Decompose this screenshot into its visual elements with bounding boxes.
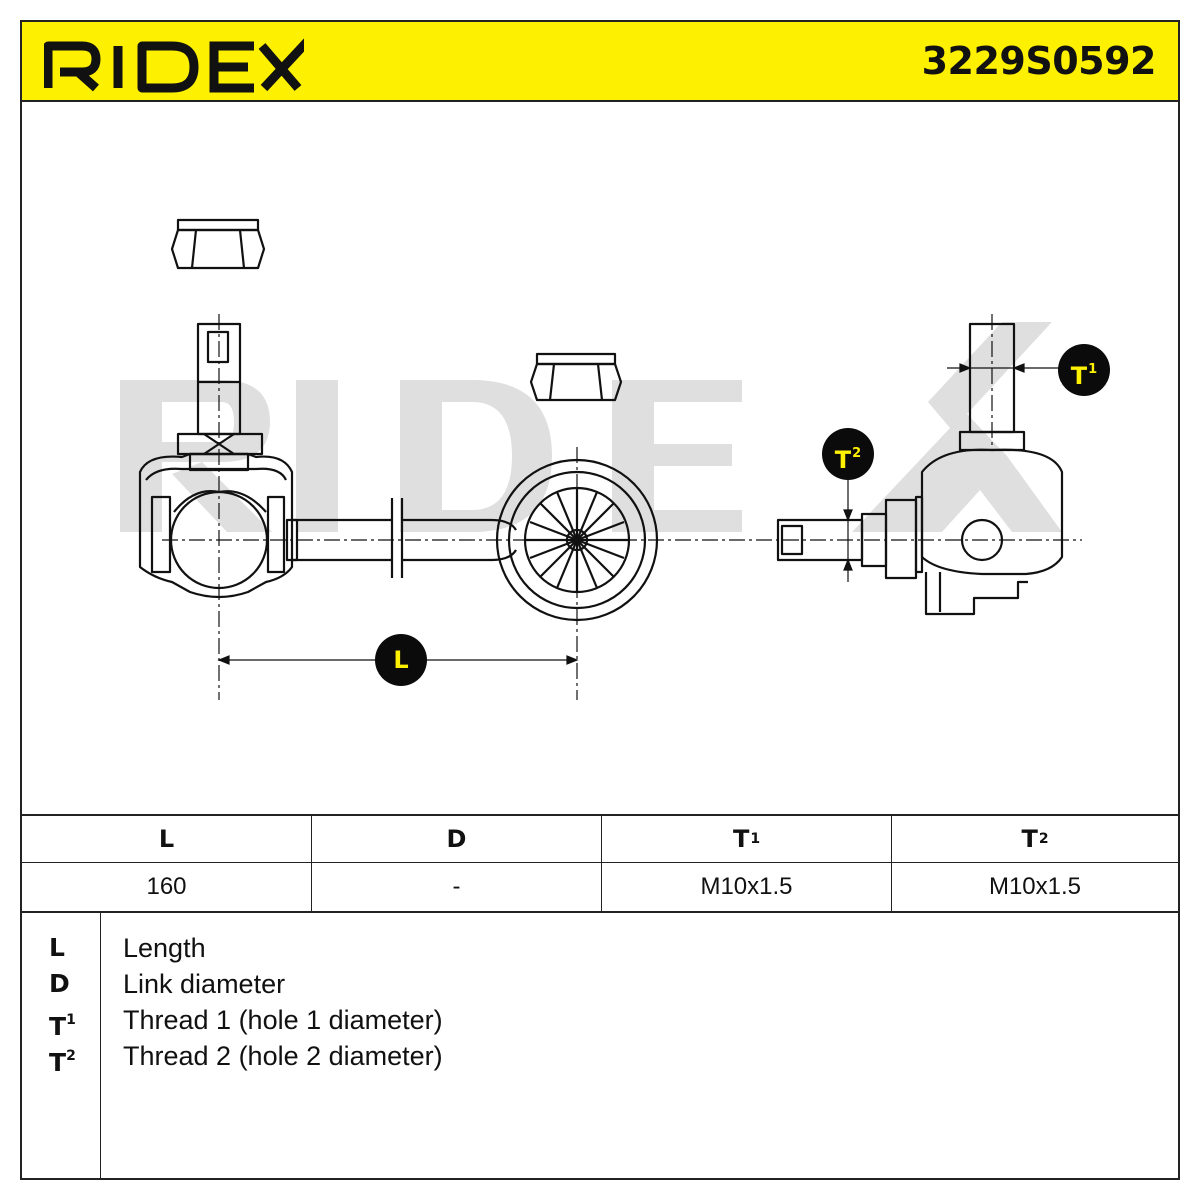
stabilizer-link-diagram <box>120 218 1082 700</box>
legend-description: Thread 2 (hole 2 diameter) <box>123 1041 443 1071</box>
legend-key-sup: 1 <box>66 1012 76 1028</box>
legend-row-L: L Length <box>22 930 1178 966</box>
badge-L-label: L <box>393 646 409 674</box>
spec-header-D: D <box>312 816 602 863</box>
spec-sheet: 3229S0592 <box>20 20 1180 1180</box>
spec-value-D: - <box>312 863 602 911</box>
spec-header-L-label: L <box>158 825 175 853</box>
legend-description: Thread 1 (hole 1 diameter) <box>123 1005 443 1035</box>
spec-value-T2: M10x1.5 <box>988 873 1082 900</box>
legend-divider <box>100 913 101 1180</box>
legend-key-label: D <box>49 969 70 998</box>
badge-T1-sup: 1 <box>1088 362 1098 377</box>
spec-header-T1-sup: 1 <box>750 831 761 847</box>
badge-T1: T1 <box>1058 344 1110 396</box>
legend-description: Length <box>123 933 206 963</box>
technical-drawing: L T1 T2 <box>22 102 1178 814</box>
legend-row-D: D Link diameter <box>22 966 1178 1002</box>
legend: L Length D Link diameter T1 Thread 1 (ho… <box>22 911 1178 1180</box>
spec-value-L: 160 <box>22 863 312 911</box>
legend-row-T1: T1 Thread 1 (hole 1 diameter) <box>22 1002 1178 1041</box>
legend-key: L <box>49 930 65 966</box>
badge-T2: T2 <box>822 428 874 480</box>
badge-T2-sup: 2 <box>852 446 862 461</box>
badge-L: L <box>375 634 427 686</box>
part-number: 3229S0592 <box>921 39 1157 83</box>
badge-T2-label: T <box>834 446 852 474</box>
badge-T1-label: T <box>1070 362 1088 390</box>
left-nut <box>170 218 266 270</box>
legend-key-label: T <box>49 1012 67 1041</box>
spec-header-T2-label: T <box>1021 825 1038 853</box>
legend-key-sup: 2 <box>66 1048 76 1064</box>
legend-description: Link diameter <box>123 969 286 999</box>
legend-key-label: T <box>49 1048 67 1077</box>
ridex-logo <box>44 38 304 93</box>
spec-header-L: L <box>22 816 312 863</box>
spec-header-T1-label: T <box>732 825 750 853</box>
legend-key: D <box>49 966 70 1002</box>
ridex-watermark <box>120 322 1062 532</box>
center-nut <box>529 352 623 402</box>
spec-header-D-label: D <box>446 825 467 853</box>
legend-key: T1 <box>49 1002 76 1045</box>
legend-key-label: L <box>49 933 65 962</box>
spec-value-T1: M10x1.5 <box>602 863 892 911</box>
legend-key: T2 <box>49 1038 76 1081</box>
header-band: 3229S0592 <box>22 22 1178 102</box>
legend-row-T2: T2 Thread 2 (hole 2 diameter) <box>22 1038 1178 1077</box>
spec-header-T2-sup: 2 <box>1038 831 1049 847</box>
link-rod <box>292 498 517 578</box>
